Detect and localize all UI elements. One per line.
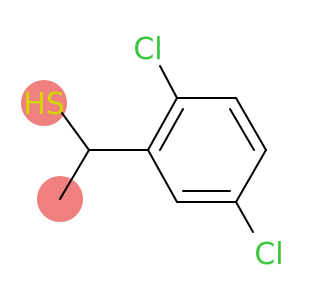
bond-ring-c3-c4 bbox=[235, 97, 267, 151]
bond-ch-to-methyl bbox=[59, 149, 90, 200]
chlorine-top-label: Cl bbox=[133, 32, 162, 67]
bonds bbox=[59, 65, 267, 233]
bond-ring-c1-c2-inner bbox=[159, 108, 184, 151]
bond-ch-to-sulfur bbox=[61, 112, 90, 151]
bond-c5-cl bbox=[235, 201, 254, 233]
bond-ring-c4-c5 bbox=[235, 149, 267, 203]
bond-ring-c3-c4-inner bbox=[229, 108, 255, 151]
molecule-structure-drawing: Cl Cl HS bbox=[21, 32, 284, 272]
thiol-label: HS bbox=[23, 87, 65, 122]
bond-c2-cl bbox=[159, 65, 178, 99]
sulfur-highlight bbox=[21, 80, 67, 126]
bond-ring-c6-c1 bbox=[147, 149, 178, 203]
bond-ring-c1-c2 bbox=[147, 97, 178, 151]
chlorine-bottom-label: Cl bbox=[254, 237, 283, 272]
